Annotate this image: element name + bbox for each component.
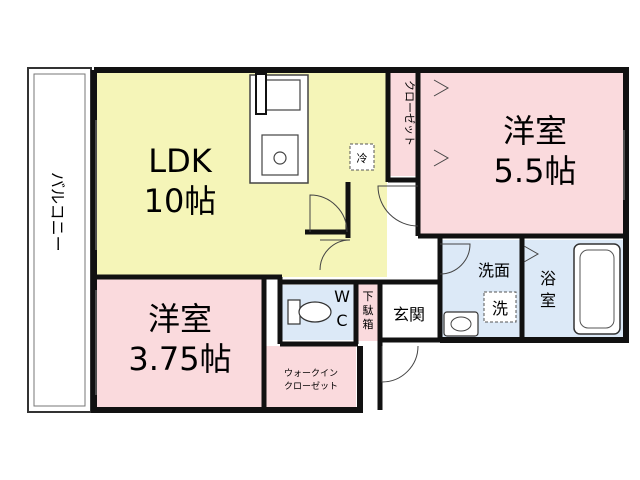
kitchen-stove <box>261 134 299 176</box>
bath-label-2: 室 <box>540 291 556 310</box>
ldk-size: 10帖 <box>144 182 217 220</box>
windows <box>95 120 625 395</box>
fridge-space <box>349 143 375 171</box>
walk-in-closet-line1: ウォークイン <box>284 368 338 379</box>
fridge-label: 冷 <box>357 152 368 165</box>
ldk-name: LDK <box>148 142 212 180</box>
shoe-box-2: 駄 <box>363 303 374 317</box>
western-large-size: 5.5帖 <box>494 152 577 190</box>
bath-label-1: 浴 <box>540 269 556 288</box>
toilet-icon <box>287 299 332 325</box>
balcony-inner-line <box>33 73 86 407</box>
balcony-label: バルコニー <box>48 172 67 252</box>
shoe-box-1: 下 <box>363 290 374 303</box>
wc-label-w: W <box>334 287 350 306</box>
bathtub <box>573 243 621 335</box>
ldk-floor <box>97 72 387 277</box>
western-room-large-floor <box>420 72 624 234</box>
washer-space <box>483 291 517 323</box>
closet-door-triangles <box>433 79 540 263</box>
kitchen-wall-panel <box>255 73 267 115</box>
stove-burner-icon <box>273 151 287 165</box>
door-swings <box>309 185 471 383</box>
bathtub-inner <box>579 249 615 329</box>
western-small-size: 3.75帖 <box>128 340 231 378</box>
interior-walls <box>94 70 626 410</box>
balcony <box>27 67 92 413</box>
wash-basin <box>443 311 479 337</box>
closet-label: クローゼット <box>403 80 416 146</box>
walk-in-closet-line2: クローゼット <box>284 380 338 392</box>
washroom-label: 洗面 <box>478 261 510 280</box>
western-small-name: 洋室 <box>148 300 212 338</box>
wash-basin-bowl <box>450 316 472 332</box>
shoe-box-3: 箱 <box>363 317 374 331</box>
exterior-walls <box>91 67 629 413</box>
entrance-label: 玄関 <box>393 305 425 324</box>
shoe-box-floor <box>358 283 378 341</box>
walk-in-closet-floor <box>266 346 356 407</box>
western-large-name: 洋室 <box>503 112 567 150</box>
washer-label: 洗 <box>492 299 508 318</box>
western-room-small-floor <box>97 277 262 407</box>
wc-label-c: C <box>336 311 347 330</box>
closet-floor <box>390 72 434 176</box>
